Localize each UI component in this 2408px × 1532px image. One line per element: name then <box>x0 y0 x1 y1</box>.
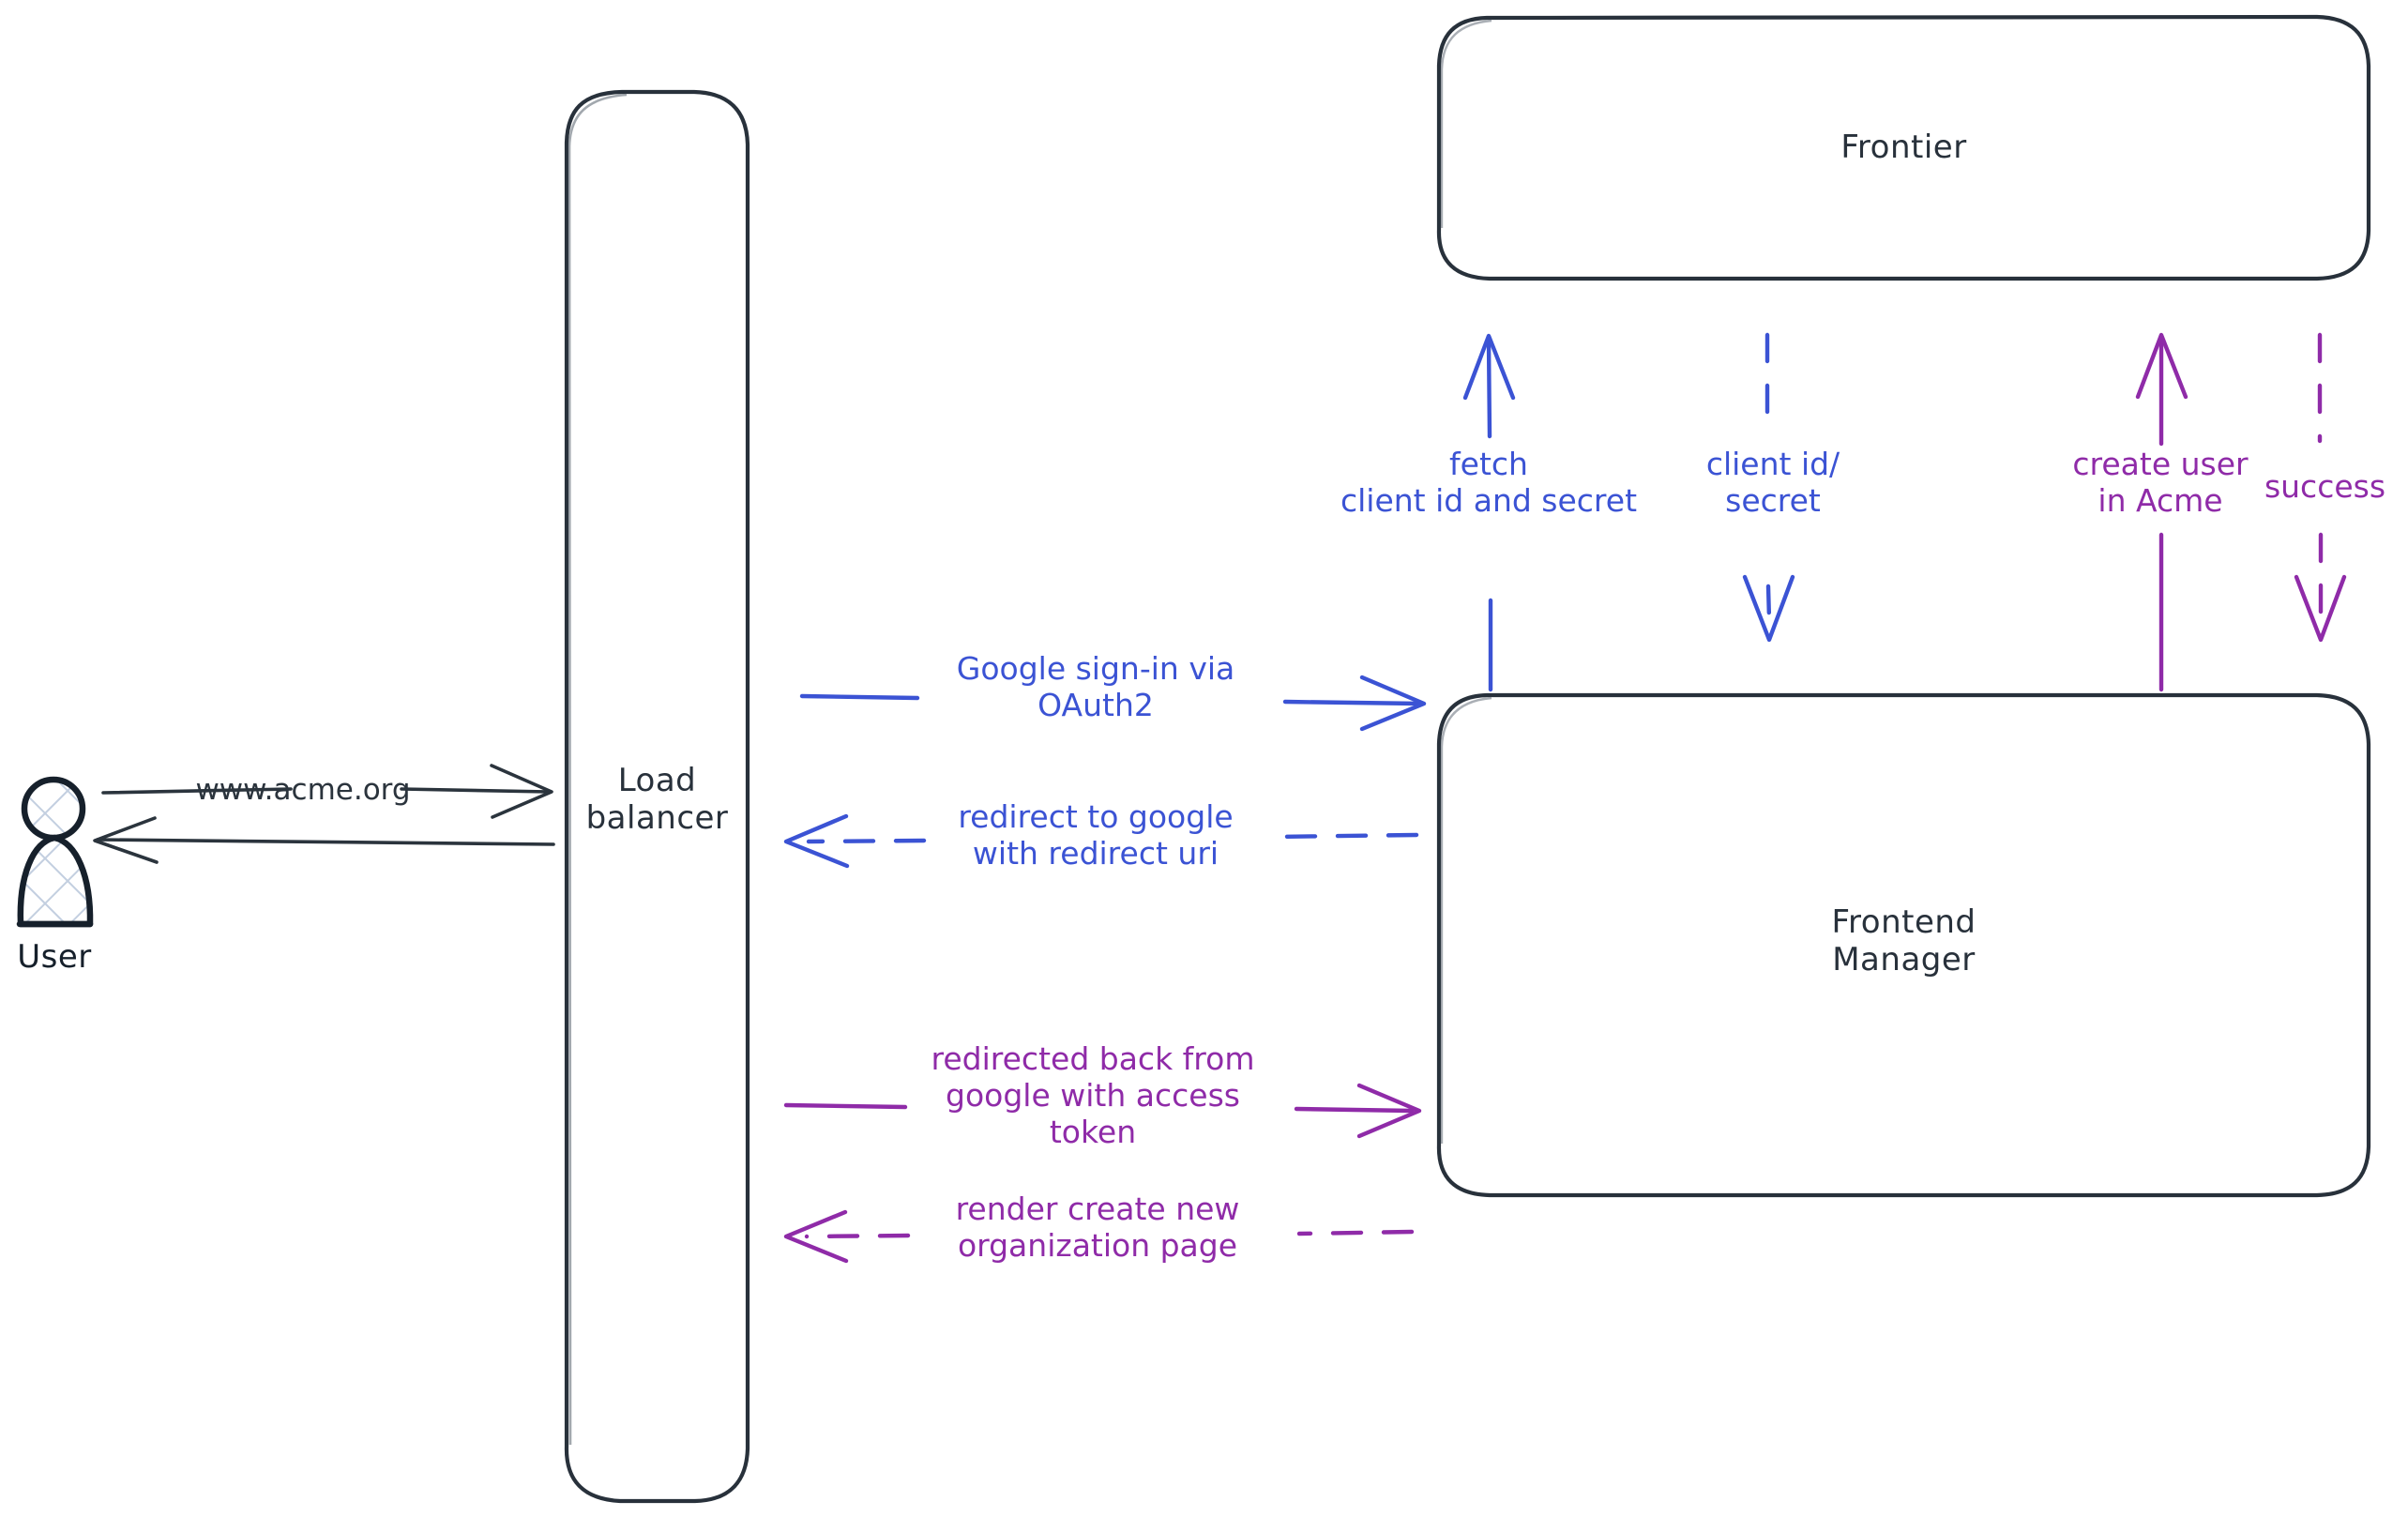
edge-user-to-lb <box>101 764 553 819</box>
edge-lb-to-fm-token <box>783 1083 1422 1139</box>
edge-fm-to-frontier-create <box>2135 332 2188 692</box>
edge-lb-to-fm-signin <box>799 675 1427 732</box>
edge-frontier-to-fm-success <box>2294 332 2347 643</box>
node-frontier-shape <box>1436 14 2371 281</box>
edge-fm-to-frontier-fetch <box>1462 333 1516 692</box>
edge-fm-to-lb-redirect <box>783 813 1419 869</box>
edge-fm-to-lb-render <box>783 1209 1415 1264</box>
edge-lb-to-user <box>93 816 555 864</box>
actor-user-shape <box>16 776 94 928</box>
node-load-balancer-shape <box>564 89 750 1504</box>
node-frontend-manager-shape <box>1436 692 2371 1198</box>
edge-frontier-to-fm-creds <box>1742 332 1795 643</box>
